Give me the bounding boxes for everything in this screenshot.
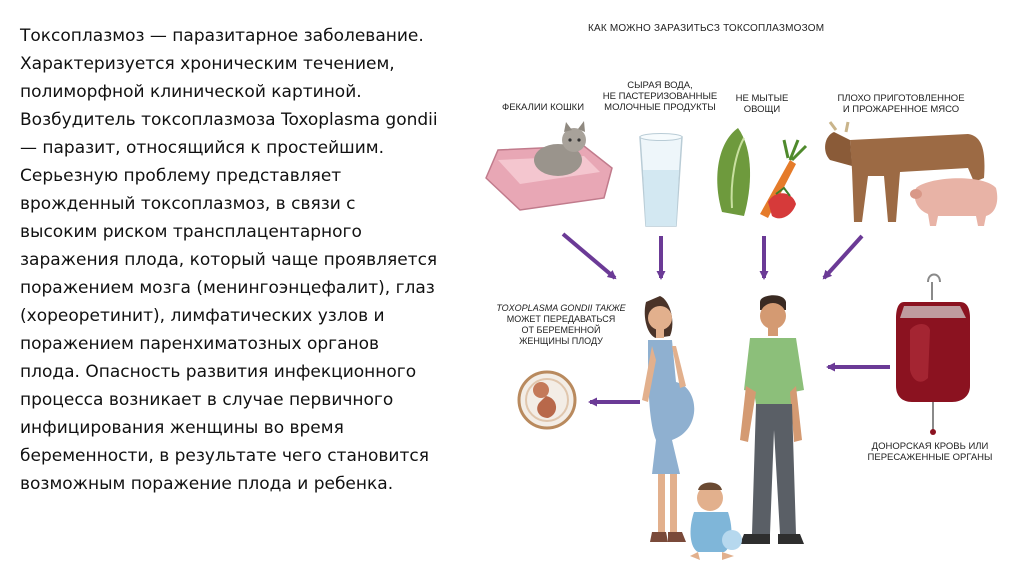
caption-transplacental: Toxoplasma gondii также может передавать… [496, 303, 626, 346]
body-text-line: высоким риском трансплацентарного [20, 222, 362, 242]
body-text-line: инфицирования женщины во время [20, 418, 344, 438]
body-text-line: Характеризуется хроническим течением, [20, 54, 395, 74]
man-icon [740, 295, 804, 544]
body-text-line: заражения плода, который чаще проявляетс… [20, 250, 438, 270]
caption-undercooked-meat: Плохо приготовленное и прожаренное мясо [837, 93, 965, 115]
fetus-icon [517, 370, 577, 430]
body-text-line: процесса возникает в случае первичного [20, 390, 394, 410]
body-text-line: — паразит, относящийся к простейшим. [20, 138, 384, 158]
body-text: Токсоплазмоз — паразитарное заболевание.… [20, 22, 482, 498]
body-text-line: полиморфной клинической картиной. [20, 82, 362, 102]
body-text-line: плода. Опасность развития инфекционного [20, 362, 417, 382]
body-text-line: поражением мозга (менингоэнцефалит), гла… [20, 278, 435, 298]
body-text-line: Возбудитель токсоплазмоза Toxoplasma gon… [20, 110, 438, 130]
body-text-line: (хореоретинит), лимфатических узлов и [20, 306, 385, 326]
body-text-line: поражением паренхиматозных органов [20, 334, 380, 354]
caption-unwashed-vegetables: Не мытые овощи [735, 93, 789, 115]
body-text-line: врожденный токсоплазмоз, в связи с [20, 194, 356, 214]
caption-raw-water: Сырая вода, не пастеризованные молочные … [602, 80, 718, 113]
body-text-line: Токсоплазмоз — паразитарное заболевание. [20, 26, 424, 46]
blood-bag-icon [896, 273, 970, 435]
body-text-line: беременности, в результате чего становит… [20, 446, 429, 466]
pregnant-woman-icon [642, 296, 695, 542]
glass-of-water-icon [639, 133, 683, 227]
figure-title: Как можно заразитьсЗ токсоплазмозом [588, 23, 825, 34]
body-text-line: возможным поражение плода и ребенка. [20, 474, 394, 494]
cat-litter-box-icon [485, 121, 613, 211]
caption-cat-feces: Фекалии кошки [501, 102, 585, 113]
vegetables-icon [717, 128, 808, 219]
body-text-line: Серьезную проблему представляет [20, 166, 342, 186]
cow-and-pig-icon [825, 121, 998, 226]
caption-donor-blood: Донорская кровь или пересаженные органы [867, 441, 993, 463]
child-icon [690, 482, 742, 560]
